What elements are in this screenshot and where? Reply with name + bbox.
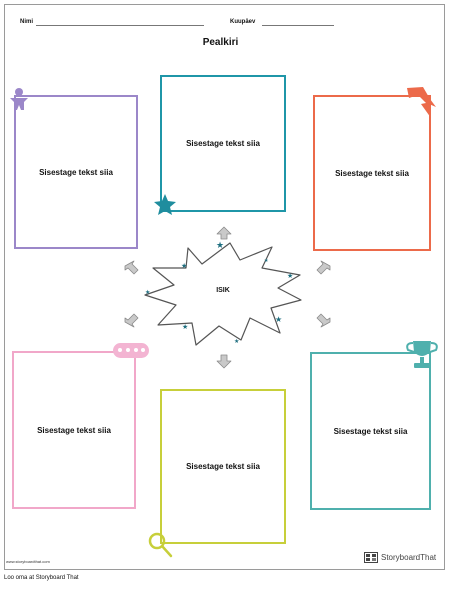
brand-name: StoryboardThat	[381, 553, 437, 562]
star-icon: ★	[234, 338, 239, 345]
arrow-down-icon	[216, 354, 232, 369]
caption-link[interactable]: Loo oma at Storyboard That	[4, 575, 79, 581]
text-box-bottom-right[interactable]: Sisestage tekst siia	[310, 352, 431, 510]
footer-url[interactable]: www.storyboardthat.com	[6, 559, 50, 564]
text-box-top-right[interactable]: Sisestage tekst siia	[313, 95, 431, 251]
center-burst	[144, 242, 302, 346]
name-label: Nimi	[20, 19, 34, 25]
arrow-down-right-icon	[316, 313, 331, 328]
date-field[interactable]	[262, 25, 334, 26]
star-icon: ★	[275, 315, 282, 324]
star-icon: ★	[182, 323, 188, 331]
text-box-label: Sisestage tekst siia	[335, 168, 409, 178]
lightning-icon	[407, 87, 436, 118]
star-icon: ★	[145, 289, 150, 296]
text-box-top-center[interactable]: Sisestage tekst siia	[160, 75, 286, 212]
storyboard-logo-icon	[364, 552, 378, 563]
text-box-label: Sisestage tekst siia	[333, 426, 408, 436]
arrow-up-left-icon	[124, 260, 139, 275]
star-icon: ★	[287, 272, 293, 280]
star-icon: ★	[264, 258, 269, 264]
star-icon: ★	[216, 240, 224, 250]
star-decorations: ★ ★ ★ ★ ★ ★ ★ ★	[145, 240, 293, 345]
page-title: Pealkiri	[202, 37, 239, 48]
text-box-bottom-center[interactable]: Sisestage tekst siia	[160, 389, 286, 544]
text-box-label: Sisestage tekst siia	[186, 462, 260, 471]
arrow-up-icon	[216, 226, 232, 240]
star-icon	[154, 194, 176, 215]
text-box-label: Sisestage tekst siia	[37, 425, 111, 435]
star-icon: ★	[181, 262, 187, 270]
arrow-down-left-icon	[124, 313, 139, 328]
arrow-up-right-icon	[316, 260, 331, 275]
trophy-icon	[406, 341, 438, 368]
magnifier-icon	[148, 532, 173, 558]
text-box-bottom-left[interactable]: Sisestage tekst siia	[12, 351, 136, 509]
text-box-top-left[interactable]: Sisestage tekst siia	[14, 95, 138, 249]
text-box-label: Sisestage tekst siia	[186, 139, 260, 148]
date-label: Kuupäev	[230, 19, 256, 25]
text-box-label: Sisestage tekst siia	[39, 167, 113, 177]
pill-icon	[113, 343, 149, 358]
brand-logo[interactable]: StoryboardThat	[364, 552, 436, 563]
center-label: ISIK	[216, 287, 230, 294]
figure-icon	[10, 88, 28, 110]
name-field[interactable]	[36, 25, 204, 26]
